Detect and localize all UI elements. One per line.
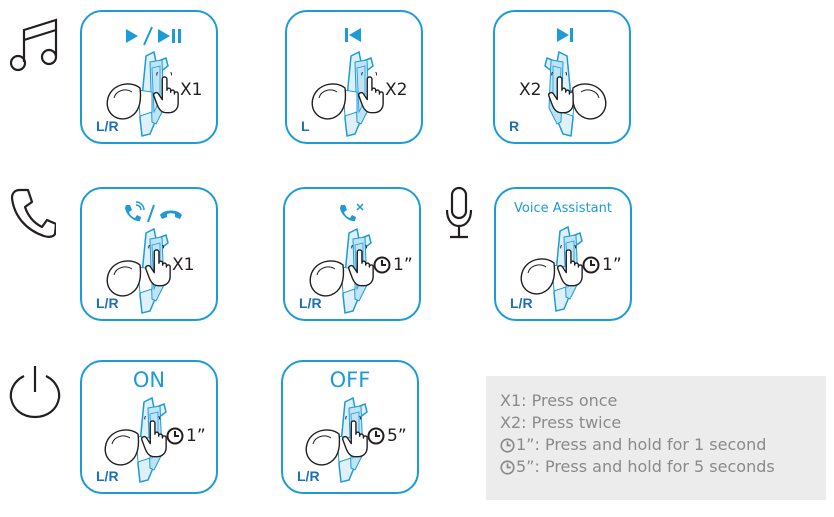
duration-text: 5”: [387, 426, 407, 446]
side-label: L/R: [297, 468, 320, 484]
action-label: X2: [385, 80, 408, 100]
clock-icon: [367, 427, 385, 445]
microphone-icon: [445, 186, 473, 239]
legend-line-hold-1s: 1”: Press and hold for 1 second: [500, 434, 826, 456]
action-label: X1: [180, 80, 203, 100]
reject-call-card: 1” L/R: [283, 187, 421, 321]
side-label: L/R: [96, 468, 119, 484]
clock-icon: [373, 256, 391, 274]
tap-hand-icon: [145, 245, 171, 287]
legend-line-press-once: X1: Press once: [500, 391, 618, 410]
tap-hand-icon: [153, 72, 179, 114]
answer-end-call-card: X1 L/R: [80, 187, 218, 321]
action-label: X2: [519, 80, 542, 100]
side-label: R: [509, 118, 520, 134]
card-title: ON: [132, 368, 166, 392]
side-label: L/R: [96, 295, 119, 311]
legend-text: 1”: Press and hold for 1 second: [516, 435, 767, 454]
clock-icon: [500, 459, 515, 475]
side-label: L/R: [510, 295, 533, 311]
legend-line-press-twice: X2: Press twice: [500, 413, 622, 432]
side-label: L/R: [299, 295, 322, 311]
card-title: Voice Assistant: [514, 201, 612, 216]
previous-track-card: X2 L: [285, 10, 423, 144]
previous-track-icon: [345, 28, 361, 42]
duration-text: 1”: [186, 426, 206, 446]
side-label: L/R: [96, 118, 119, 134]
action-label: 1”: [166, 426, 206, 446]
tap-hand-icon: [548, 72, 574, 114]
phone-icon: [10, 188, 56, 238]
card-title: OFF: [329, 368, 371, 392]
tap-hand-icon: [348, 245, 374, 287]
power-off-card: OFF 5” L/R: [281, 360, 419, 494]
reject-call-icon: [340, 203, 364, 222]
action-label: X1: [172, 255, 195, 275]
duration-text: 1”: [393, 255, 413, 275]
play-pause-icon: [126, 26, 181, 46]
clock-icon: [166, 427, 184, 445]
next-track-card: X2 R: [493, 10, 631, 144]
voice-assistant-card: Voice Assistant 1” L/R: [494, 187, 632, 321]
power-icon: [9, 366, 61, 419]
action-label: 1”: [582, 255, 622, 275]
tap-hand-icon: [342, 416, 368, 458]
duration-text: 1”: [602, 255, 622, 275]
next-track-icon: [557, 28, 573, 42]
clock-icon: [500, 437, 515, 453]
action-label: 5”: [367, 426, 407, 446]
play-pause-card: X1 L/R: [80, 10, 218, 144]
tap-hand-icon: [358, 72, 384, 114]
tap-hand-icon: [141, 416, 167, 458]
side-label: L: [301, 118, 310, 134]
tap-hand-icon: [557, 245, 583, 287]
legend-text: 5”: Press and hold for 5 seconds: [516, 457, 775, 476]
music-note-icon: [10, 18, 58, 72]
answer-end-call-icon: [125, 201, 182, 223]
power-on-card: ON 1” L/R: [80, 360, 218, 494]
legend-box: X1: Press once X2: Press twice 1”: Press…: [486, 376, 826, 500]
legend-line-hold-5s: 5”: Press and hold for 5 seconds: [500, 456, 826, 478]
action-label: 1”: [373, 255, 413, 275]
clock-icon: [582, 256, 600, 274]
